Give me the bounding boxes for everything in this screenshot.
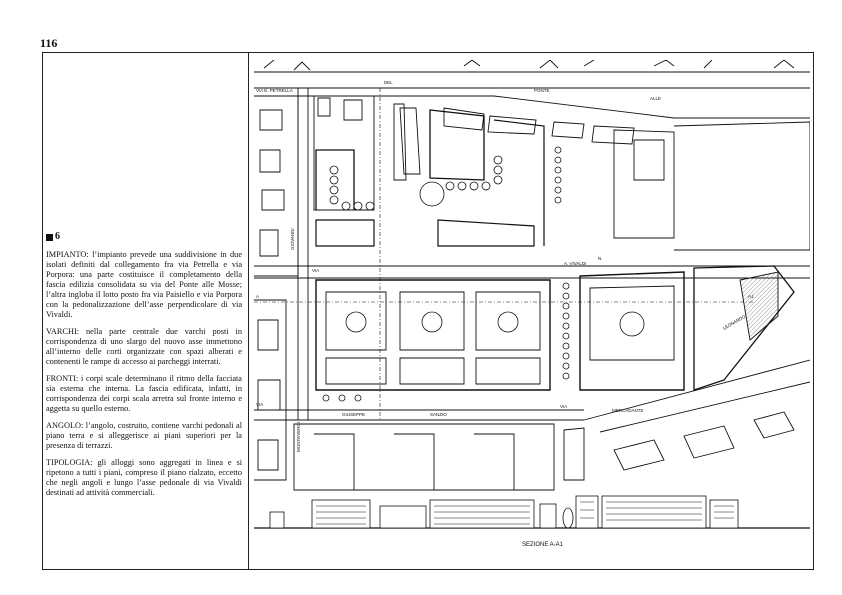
label-sanzio: SANZIO	[430, 412, 447, 417]
label-via: VIA	[312, 268, 319, 273]
paragraph-text: l’impianto prevede una suddivisione in d…	[46, 250, 242, 319]
label-via-petrella: VIA E. PETRELLA	[256, 88, 293, 93]
label-n: N.	[598, 256, 603, 261]
label-del: DEL	[384, 80, 393, 85]
column-divider	[248, 52, 250, 570]
label-vivaldi: A. VIVALDI	[564, 261, 586, 266]
paragraph-varchi: VARCHI: nella parte centrale due varchi …	[46, 327, 242, 367]
paragraph-text: nella parte centrale due varchi posti in…	[46, 327, 242, 366]
label-a: A	[256, 294, 259, 299]
paragraph-angolo: ANGOLO: l’angolo, costruito, contiene va…	[46, 421, 242, 451]
label-via-left: VIA	[256, 402, 263, 407]
paragraph-fronti: FRONTI: i corpi scale determinano il rit…	[46, 374, 242, 414]
label-alle: ALLE	[650, 96, 661, 101]
paragraph-tipologia: TIPOLOGIA: gli alloggi sono aggregati in…	[46, 458, 242, 498]
site-plan-drawing: VIA E. PETRELLA VIA DEL PONTE ALLE GIOVA…	[254, 60, 810, 548]
paragraph-impianto: IMPIANTO: l’impianto prevede una suddivi…	[46, 250, 242, 320]
paragraph-text: i corpi scale determinano il ritmo della…	[46, 374, 242, 413]
label-leonardo: LEONARDO	[722, 314, 747, 331]
page-number: 116	[40, 36, 58, 50]
paragraph-text: gli alloggi sono aggregati in linea e si…	[46, 458, 242, 497]
paragraph-key: ANGOLO:	[46, 421, 84, 430]
section-number: 6	[55, 231, 60, 242]
label-monteverdi: MONTEVERDI	[296, 422, 301, 452]
label-giuseppe: GIUSEPPE	[342, 412, 365, 417]
paragraph-key: FRONTI:	[46, 374, 79, 383]
paragraph-key: VARCHI:	[46, 327, 80, 336]
section-marker: 6	[46, 232, 242, 242]
section-label: SEZIONE A-A1	[522, 542, 564, 548]
label-via-mid: VIA	[560, 404, 567, 409]
label-giovanni: GIOVANNI	[290, 228, 295, 250]
label-ponte: PONTE	[534, 88, 550, 93]
page-frame	[42, 52, 814, 570]
description-column: 6 IMPIANTO: l’impianto prevede una suddi…	[46, 232, 242, 505]
paragraph-text: l’angolo, costruito, contiene varchi ped…	[46, 421, 242, 450]
black-square-icon	[46, 233, 53, 241]
paragraph-key: TIPOLOGIA:	[46, 458, 93, 467]
label-mercadante: MERCADANTE	[612, 408, 644, 413]
label-a1: A1	[748, 294, 754, 299]
paragraph-key: IMPIANTO:	[46, 250, 89, 259]
